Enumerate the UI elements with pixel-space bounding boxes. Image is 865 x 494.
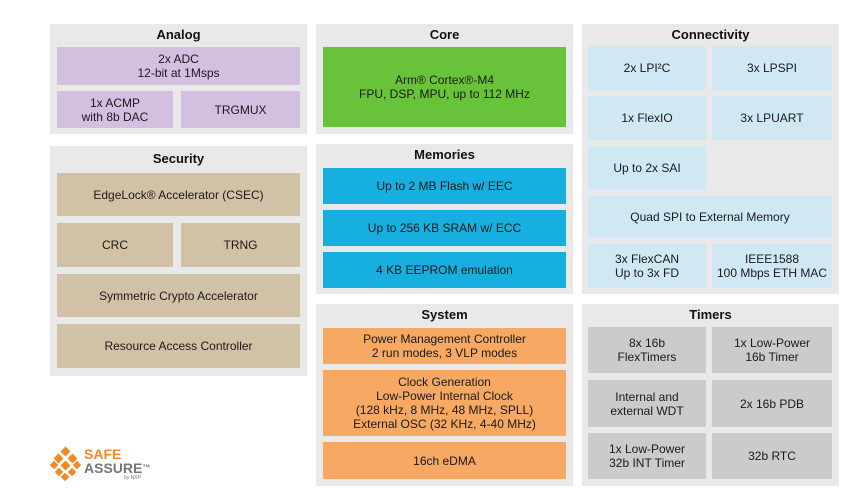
pdb-block: 2x 16b PDB [712, 380, 832, 427]
qspi-block: Quad SPI to External Memory [588, 196, 832, 238]
edma-block: 16ch eDMA [323, 442, 566, 479]
logo-byline: by NXP [124, 475, 141, 481]
lpuart-block: 3x LPUART [712, 96, 832, 140]
flexio-block: 1x FlexIO [588, 96, 706, 140]
crc-block: CRC [57, 223, 173, 267]
lpi2c-block: 2x LPI²C [588, 46, 706, 90]
rac-block: Resource Access Controller [57, 324, 300, 368]
trng-block: TRNG [181, 223, 300, 267]
safeassure-mark-icon [49, 446, 82, 482]
memories-title: Memories [414, 147, 475, 162]
sram-block: Up to 256 KB SRAM w/ ECC [323, 210, 566, 246]
connectivity-panel: Connectivity 2x LPI²C 3x LPSPI 1x FlexIO… [582, 24, 839, 294]
flextimers-block: 8x 16b FlexTimers [588, 327, 706, 373]
safeassure-logo: SAFE ASSURE™ by NXP [49, 446, 170, 482]
lp16-timer-block: 1x Low-Power 16b Timer [712, 327, 832, 373]
flexcan-block: 3x FlexCAN Up to 3x FD [588, 244, 706, 288]
flash-block: Up to 2 MB Flash w/ EEC [323, 168, 566, 204]
memories-panel: Memories Up to 2 MB Flash w/ EEC Up to 2… [316, 144, 573, 294]
cpu-block: Arm® Cortex®-M4 FPU, DSP, MPU, up to 112… [323, 47, 566, 127]
lpspi-block: 3x LPSPI [712, 46, 832, 90]
timers-title: Timers [689, 307, 732, 322]
adc-block: 2x ADC 12-bit at 1Msps [57, 47, 300, 85]
crypto-block: Symmetric Crypto Accelerator [57, 274, 300, 317]
acmp-block: 1x ACMP with 8b DAC [57, 91, 173, 128]
edgelock-block: EdgeLock® Accelerator (CSEC) [57, 173, 300, 216]
security-panel: Security EdgeLock® Accelerator (CSEC) CR… [50, 146, 307, 376]
rtc-block: 32b RTC [712, 433, 832, 479]
lp32-timer-block: 1x Low-Power 32b INT Timer [588, 433, 706, 479]
security-title: Security [152, 151, 205, 166]
wdt-block: Internal and external WDT [588, 380, 706, 427]
trgmux-block: TRGMUX [181, 91, 300, 128]
timers-panel: Timers 8x 16b FlexTimers 1x Low-Power 16… [582, 304, 839, 486]
core-title: Core [429, 27, 460, 42]
analog-title: Analog [156, 27, 201, 42]
pmc-block: Power Management Controller 2 run modes,… [323, 328, 566, 364]
logo-line1: SAFE [84, 446, 122, 462]
logo-line2-wrap: ASSURE™ [84, 461, 150, 475]
sai-block: Up to 2x SAI [588, 146, 706, 190]
connectivity-title: Connectivity [671, 27, 750, 42]
clock-block: Clock Generation Low-Power Internal Cloc… [323, 370, 566, 436]
logo-text: SAFE ASSURE™ by NXP [84, 447, 150, 481]
eth-block: IEEE1588 100 Mbps ETH MAC [712, 244, 832, 288]
system-panel: System Power Management Controller 2 run… [316, 304, 573, 486]
logo-line2: ASSURE [84, 460, 143, 476]
logo-tm: ™ [142, 463, 151, 472]
analog-panel: Analog 2x ADC 12-bit at 1Msps 1x ACMP wi… [50, 24, 307, 134]
core-panel: Core Arm® Cortex®-M4 FPU, DSP, MPU, up t… [316, 24, 573, 134]
eeprom-block: 4 KB EEPROM emulation [323, 252, 566, 288]
system-title: System [421, 307, 468, 322]
